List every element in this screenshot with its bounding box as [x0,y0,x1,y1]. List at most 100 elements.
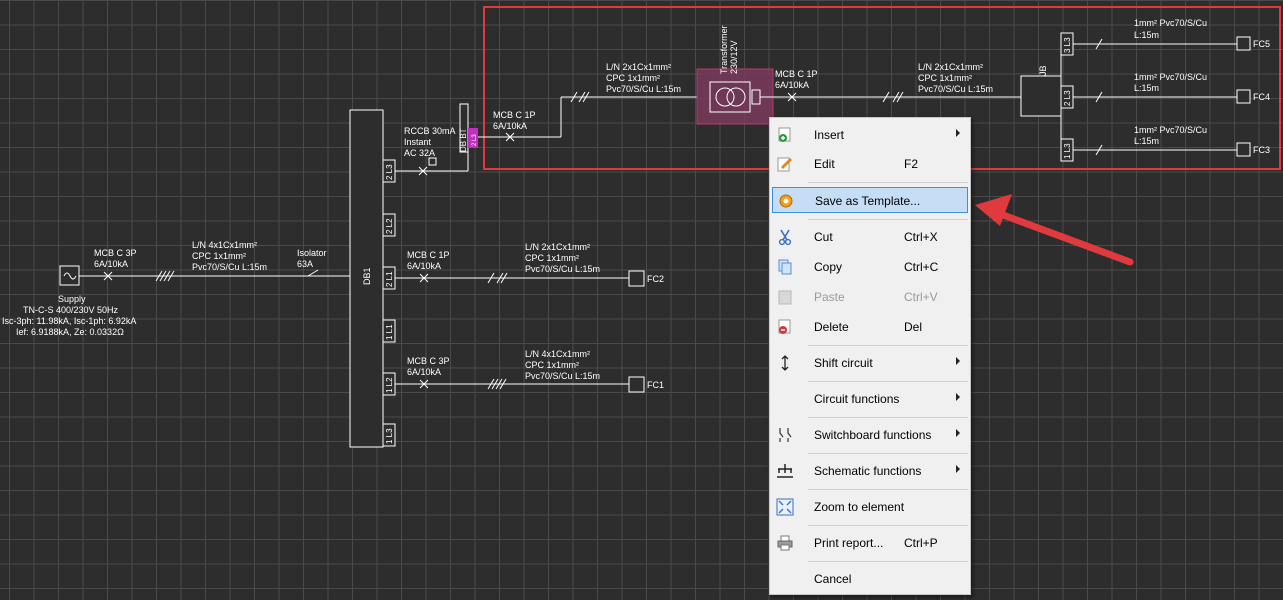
main-mcb-rating: 6A/10kA [94,259,128,269]
way-1-l1[interactable]: 1 L1 [382,319,396,343]
supply-symbol[interactable] [59,265,80,286]
way-2-l3[interactable]: 2 L3 [382,159,396,183]
schematic-tree-icon [777,464,793,478]
tx-cable-cpc: CPC 1x1mm² [606,73,660,83]
way-2-l2[interactable]: 2 L2 [382,213,396,237]
fc5-load[interactable] [1236,36,1251,51]
menu-separator [808,561,968,562]
fc1-load[interactable] [628,376,645,393]
context-menu: Insert Edit F2 Save as Template... Cut C… [769,117,971,595]
junction-box[interactable] [1020,75,1062,117]
rccb-symbol[interactable] [418,157,437,176]
save-template-icon [779,194,793,208]
svg-text:1 L3: 1 L3 [1063,143,1072,159]
menu-item-switchboard-functions[interactable]: Switchboard functions [772,422,968,448]
menu-separator [808,417,968,418]
supply-fault-current-text: Isc-3ph: 11.98kA, Isc-1ph: 6.92kA [2,316,136,326]
fc2-mcb-symbol[interactable] [419,273,429,283]
paste-icon [778,290,792,305]
db1-label: DB1 [362,267,372,285]
copy-icon [778,259,792,275]
jb-label: JB [1038,65,1048,76]
fc2-mcb-rating: 6A/10kA [407,261,441,271]
fc2-load[interactable] [628,270,645,287]
menu-item-paste[interactable]: Paste Ctrl+V [772,284,968,310]
db-bt-way-tag[interactable] [468,128,478,148]
menu-item-cancel[interactable]: Cancel [814,572,852,586]
way-2-l1[interactable]: 2 L1 [382,266,396,290]
menu-item-print-report[interactable]: Print report... Ctrl+P [772,530,968,556]
svg-text:2 L1: 2 L1 [385,271,394,287]
fc4-cable-length: L:15m [1134,83,1159,93]
main-cable-spec: L/N 4x1Cx1mm² [192,240,257,250]
tx-cable-spec: L/N 2x1Cx1mm² [606,62,671,72]
main-mcb-symbol[interactable] [103,271,113,281]
menu-separator [808,345,968,346]
sub-mcb-rating: 6A/10kA [493,121,527,131]
menu-item-copy[interactable]: Copy Ctrl+C [772,254,968,280]
rccb-rating: AC 32A [404,148,435,158]
sub-mcb-symbol[interactable] [505,132,515,142]
menu-separator [808,453,968,454]
supply-system-text: TN-C-S 400/230V 50Hz [23,305,119,315]
fc1-cable-spec: L/N 4x1Cx1mm² [525,349,590,359]
isolator-symbol[interactable] [307,269,319,277]
submenu-arrow-icon [956,429,960,437]
edit-icon [777,157,793,172]
fc1-cable-insulation: Pvc70/S/Cu L:15m [525,371,600,381]
main-cable-cpc: CPC 1x1mm² [192,251,246,261]
jb-way-1-l3[interactable]: 1 L3 [1060,138,1074,162]
jb-cable-cores-mark [882,91,904,103]
fc2-cable-cores-mark [487,272,508,284]
menu-item-edit[interactable]: Edit F2 [772,151,968,177]
transformer-rating: 230/12V [729,40,739,74]
menu-item-schematic-functions[interactable]: Schematic functions [772,458,968,484]
submenu-arrow-icon [956,357,960,365]
jb-cable-insulation: Pvc70/S/Cu L:15m [918,84,993,94]
jb-way-2-l3[interactable]: 2 L3 [1060,85,1074,109]
menu-item-save-as-template[interactable]: Save as Template... [772,187,968,213]
tx-cable-insulation: Pvc70/S/Cu L:15m [606,84,681,94]
svg-text:2 L2: 2 L2 [385,218,394,234]
isolator-rating: 63A [297,259,313,269]
transformer-label: Transformer [719,25,729,74]
fc2-cable-insulation: Pvc70/S/Cu L:15m [525,264,600,274]
main-mcb-label: MCB C 3P [94,248,137,258]
sub-mcb-label: MCB C 1P [493,110,536,120]
menu-item-shift-circuit[interactable]: Shift circuit [772,350,968,376]
jb-cable-spec: L/N 2x1Cx1mm² [918,62,983,72]
main-cable-cores-mark [155,270,175,282]
menu-item-circuit-functions[interactable]: Circuit functions [772,386,968,412]
fc5-cable-length: L:15m [1134,30,1159,40]
rccb-label: RCCB 30mA [404,126,456,136]
fc1-cable-cpc: CPC 1x1mm² [525,360,579,370]
jb-way-3-l3[interactable]: 3 L3 [1060,32,1074,56]
menu-item-zoom-to-element[interactable]: Zoom to element [772,494,968,520]
fc1-mcb-label: MCB C 3P [407,356,450,366]
fc2-label: FC2 [647,274,664,284]
jb-cable-cpc: CPC 1x1mm² [918,73,972,83]
tx-mcb-symbol[interactable] [787,92,797,102]
menu-item-cut[interactable]: Cut Ctrl+X [772,224,968,250]
isolator-label: Isolator [297,248,327,258]
fc4-cable-spec: 1mm² Pvc70/S/Cu [1134,72,1207,82]
svg-text:2 L3: 2 L3 [385,164,394,180]
supply-label: Supply [58,294,86,304]
fc4-load[interactable] [1236,89,1251,104]
svg-text:3 L3: 3 L3 [1063,37,1072,53]
svg-text:1 L1: 1 L1 [385,324,394,340]
tx-mcb-rating: 6A/10kA [775,80,809,90]
switchboard-icon [779,428,792,442]
way-1-l2[interactable]: 1 L2 [382,372,396,396]
menu-item-insert[interactable]: Insert [772,122,968,148]
fc3-load[interactable] [1236,142,1251,157]
insert-icon [778,127,791,142]
way-1-l3[interactable]: 1 L3 [382,423,396,447]
scissors-icon [778,229,792,246]
menu-item-delete[interactable]: Delete Del [772,314,968,340]
fc2-mcb-label: MCB C 1P [407,250,450,260]
fc1-mcb-symbol[interactable] [419,379,429,389]
fc3-cable-spec: 1mm² Pvc70/S/Cu [1134,125,1207,135]
